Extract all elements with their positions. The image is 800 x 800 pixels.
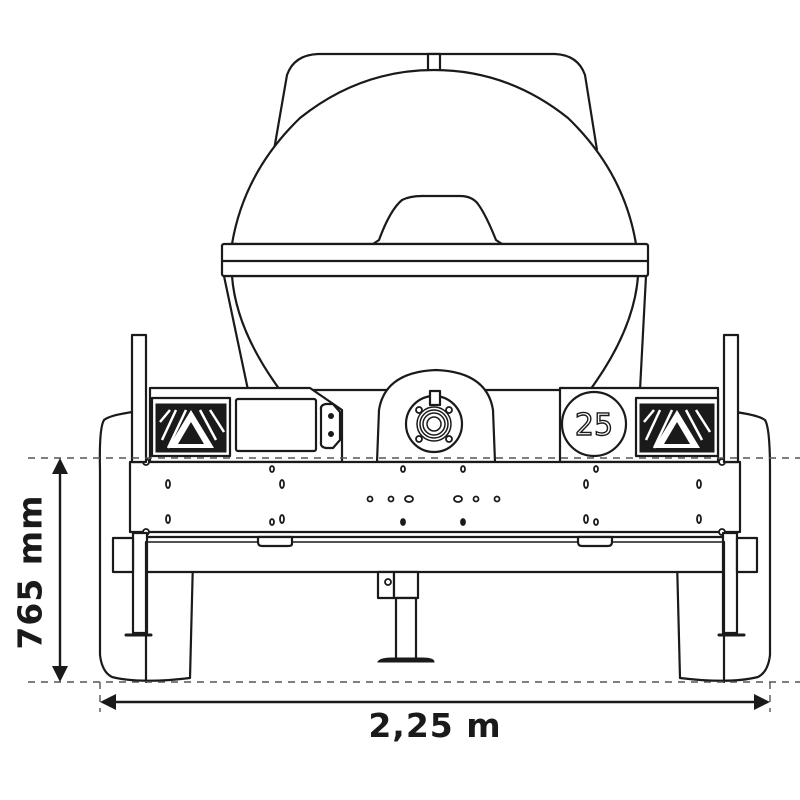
tank	[222, 68, 648, 392]
speed-plate	[560, 390, 628, 458]
width-dimension-label: 2,25 m	[368, 706, 502, 745]
jockey-wheel-support	[376, 570, 435, 663]
right-upright-post	[717, 333, 759, 684]
left-upright-post	[111, 333, 153, 684]
axle-beam	[144, 535, 726, 574]
height-dimension	[28, 457, 800, 683]
beam-holes	[165, 465, 702, 526]
height-dimension-label: 765 mm	[10, 494, 50, 650]
pump-coupling	[375, 368, 497, 464]
speed-plate-number: 25	[575, 408, 613, 443]
arrow-left-icon	[100, 694, 116, 710]
right-reflector	[634, 396, 720, 458]
rear-bumper-beam	[128, 458, 742, 536]
arrow-right-icon	[754, 694, 770, 710]
arrow-down-icon	[52, 666, 68, 682]
left-hub-cap	[111, 536, 135, 574]
arrow-up-icon	[52, 458, 68, 474]
license-plate-holder	[234, 397, 318, 453]
left-reflector	[150, 396, 232, 458]
tank-band	[220, 242, 650, 278]
right-hub-cap	[735, 536, 759, 574]
width-dimension	[99, 682, 771, 712]
tank-vent	[426, 52, 442, 73]
